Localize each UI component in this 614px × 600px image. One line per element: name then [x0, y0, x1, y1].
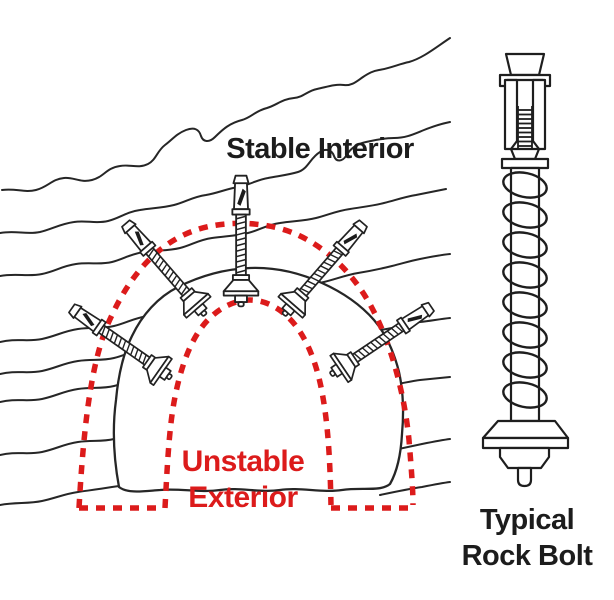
bearing-plate-base — [481, 436, 570, 450]
stable-interior-label: Stable Interior — [226, 133, 414, 165]
threaded-rod-icon — [517, 106, 533, 154]
anchor-prong-right — [531, 78, 547, 151]
typical-rock-bolt-caption-line1: Typical — [479, 504, 575, 536]
rock-bolt-icon-top — [222, 174, 260, 308]
anchor-neck-icon — [509, 147, 541, 161]
bearing-plate-icon — [481, 419, 570, 440]
anchor-wedge-icon — [504, 52, 546, 77]
typical-rock-bolt-illustration — [481, 52, 570, 488]
bolt-tip-icon — [516, 466, 533, 488]
anchor-prong-left — [503, 78, 519, 151]
unstable-exterior-label-line2: Exterior — [188, 481, 298, 514]
nut-icon — [498, 446, 551, 470]
unstable-exterior-label-line1: Unstable — [181, 445, 305, 478]
spiral-coil-icon — [502, 171, 548, 409]
typical-rock-bolt-caption-line2: Rock Bolt — [461, 540, 593, 572]
inner-boundary-arch — [162, 297, 334, 509]
collar-icon — [500, 157, 550, 170]
